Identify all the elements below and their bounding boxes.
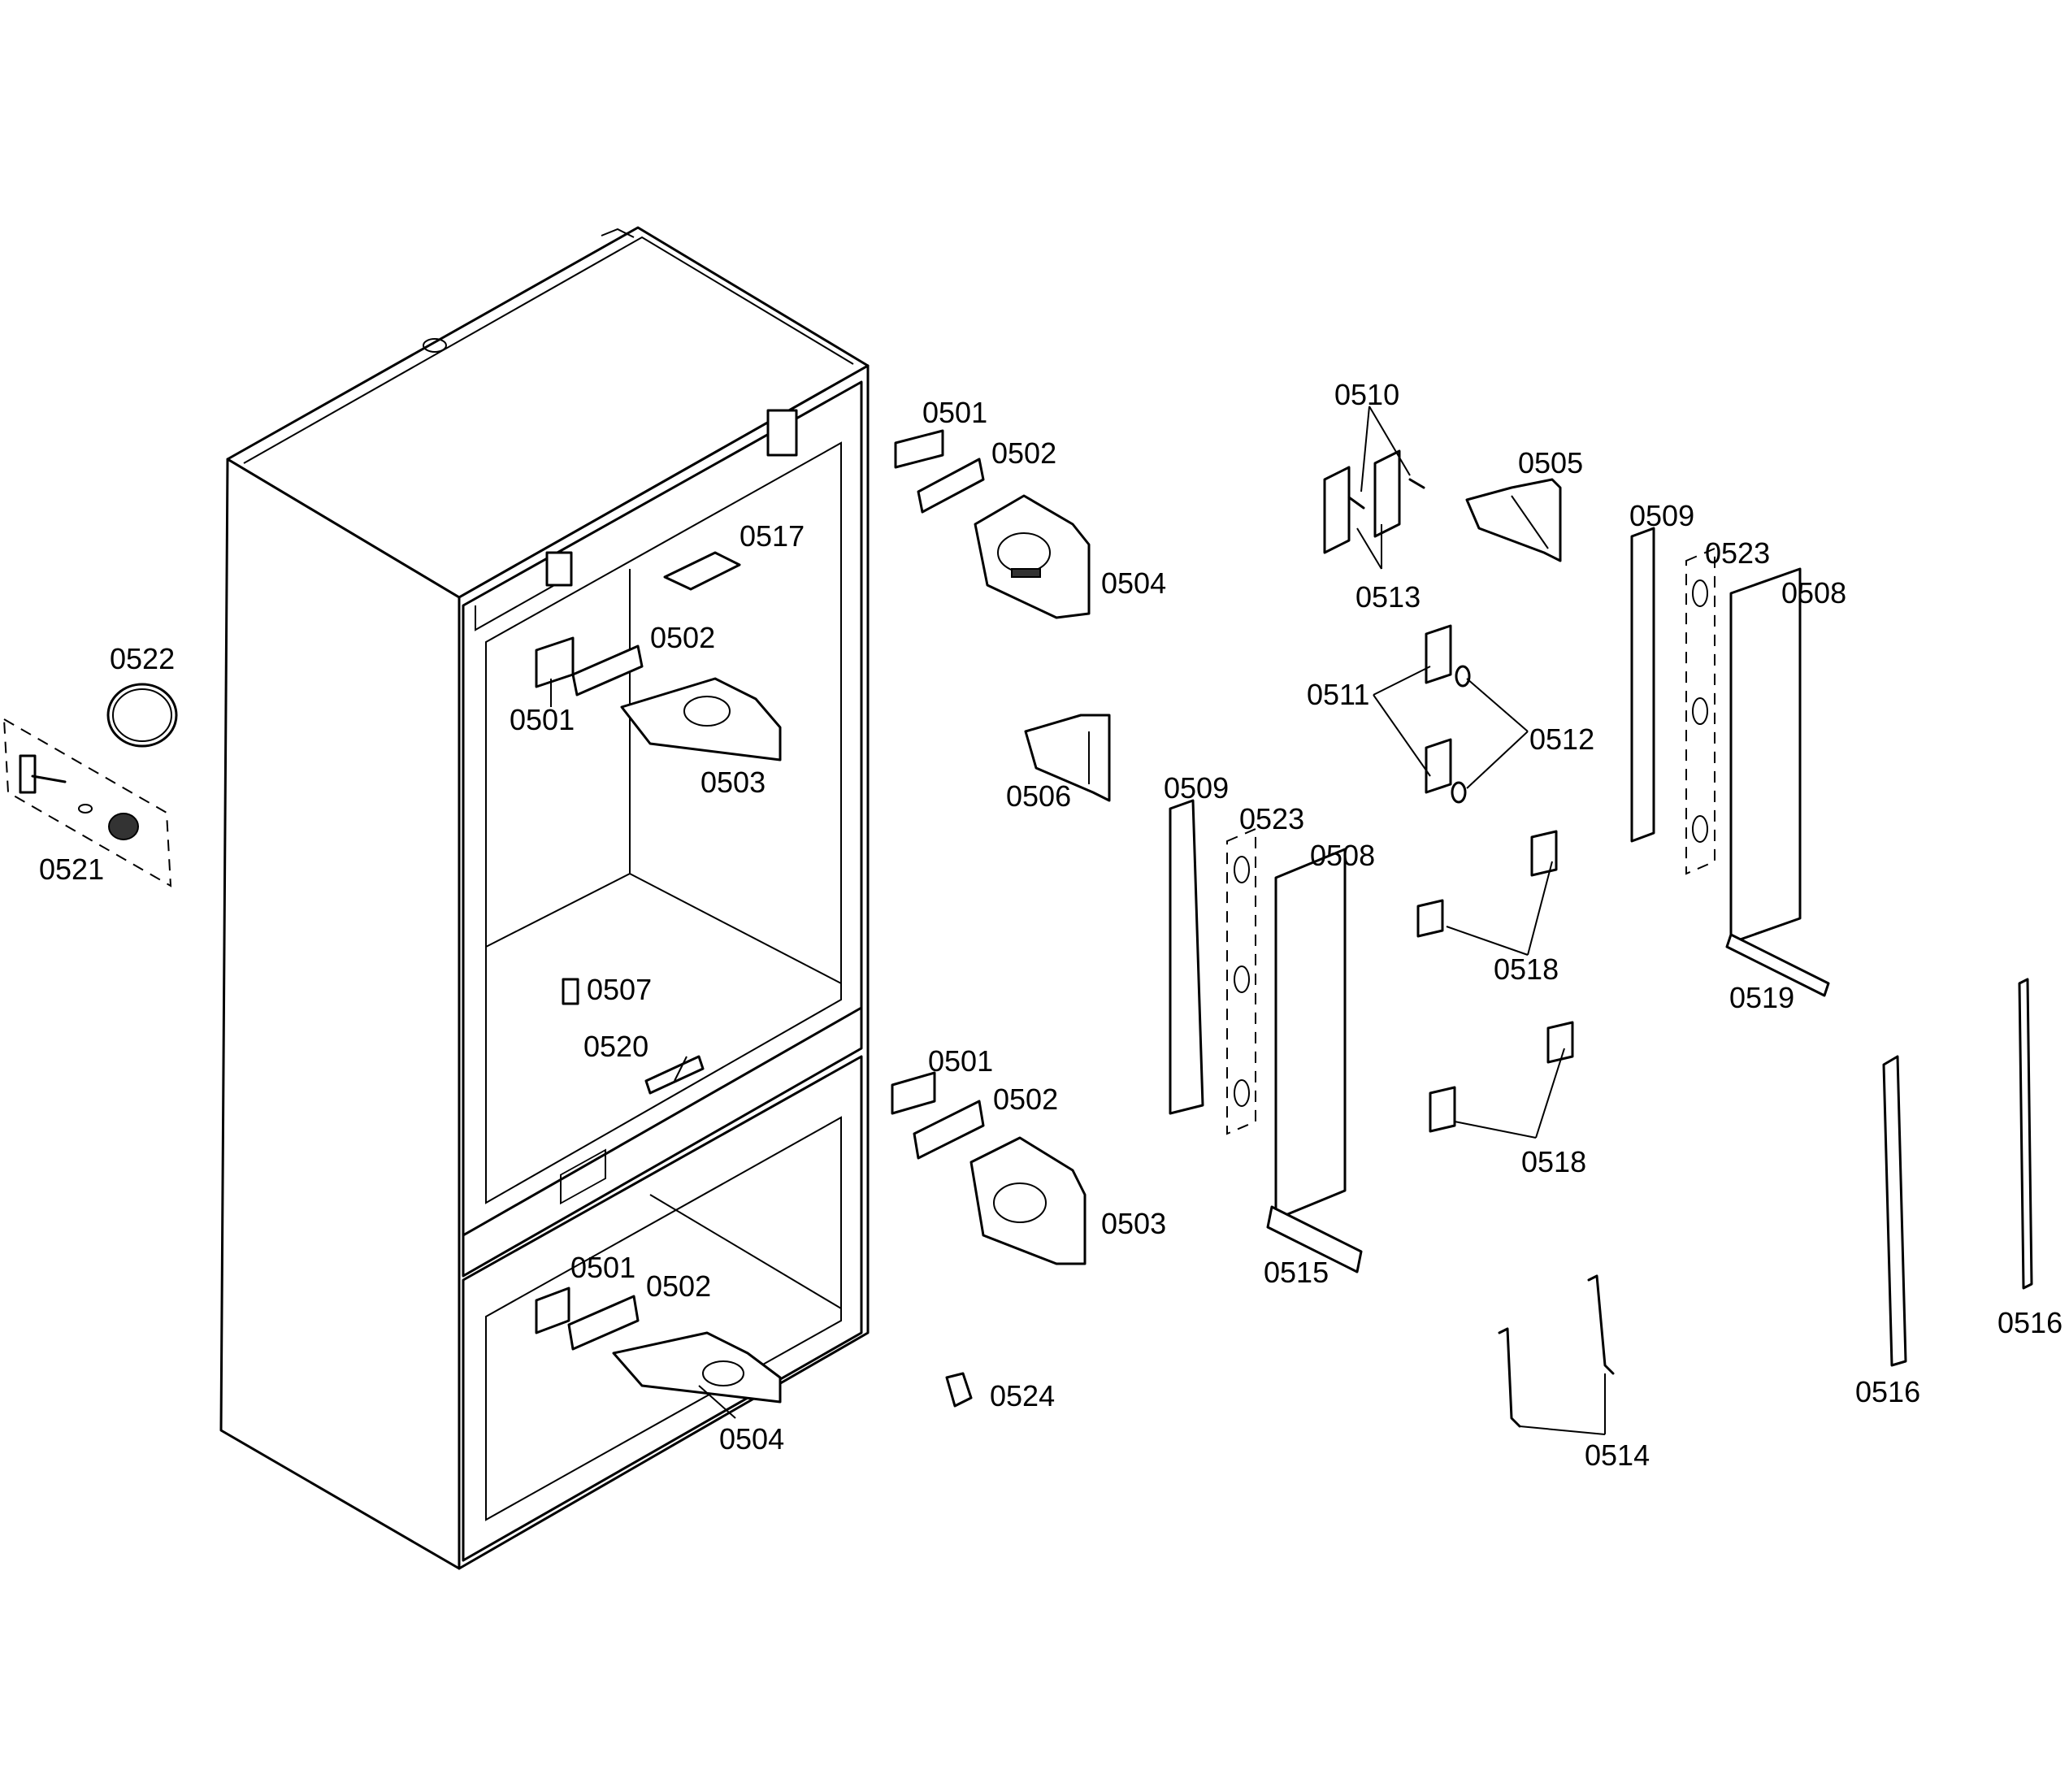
label-0523-right: 0523 <box>1705 536 1770 570</box>
label-0502-lower-right: 0502 <box>993 1083 1058 1116</box>
label-0521: 0521 <box>39 853 104 886</box>
label-0503-lower: 0503 <box>1101 1207 1166 1240</box>
part-0501-bracket-lower <box>535 1287 570 1334</box>
part-0502-plate-mid <box>571 644 644 696</box>
label-0518-upper: 0518 <box>1494 952 1559 986</box>
part-0516-trim-right <box>2018 978 2033 1290</box>
part-0514-brackets <box>1498 1274 1615 1428</box>
label-0509-left: 0509 <box>1164 771 1229 805</box>
part-0509-strip-left <box>1169 799 1204 1115</box>
leader-lines <box>550 406 1606 1435</box>
label-0517: 0517 <box>740 519 805 553</box>
part-0519-rail <box>1725 933 1830 997</box>
part-0501-bracket-lower-right <box>891 1071 936 1115</box>
label-0509-right: 0509 <box>1629 499 1694 532</box>
label-0522: 0522 <box>110 642 175 675</box>
label-0523-left: 0523 <box>1239 802 1304 835</box>
label-0520: 0520 <box>583 1030 648 1063</box>
part-0515-rail <box>1266 1205 1363 1273</box>
label-0514: 0514 <box>1585 1438 1650 1472</box>
part-0504-hinge-upper <box>974 494 1091 619</box>
label-0516-left: 0516 <box>1855 1375 1920 1408</box>
part-0522-ring <box>106 683 178 748</box>
part-0502-plate-lower <box>567 1295 640 1351</box>
label-0519: 0519 <box>1729 981 1794 1014</box>
part-0501-bracket-upper <box>894 429 944 469</box>
part-0521-assembly <box>2 718 172 887</box>
part-0504-hinge-lower <box>612 1331 782 1404</box>
label-0504-lower: 0504 <box>719 1422 784 1456</box>
part-0508-panel-right <box>1729 567 1802 944</box>
part-0520-strip <box>644 1055 705 1095</box>
label-0507: 0507 <box>587 973 652 1006</box>
part-0511-brackets <box>1425 624 1452 794</box>
part-0506-bracket <box>1024 714 1111 802</box>
label-0515: 0515 <box>1264 1256 1329 1289</box>
part-0503-hinge-upper <box>620 677 782 761</box>
part-0503-hinge-lower <box>969 1136 1087 1265</box>
part-0508-panel-left <box>1274 848 1347 1221</box>
label-0504-top: 0504 <box>1101 566 1166 600</box>
part-0509-strip-right <box>1630 527 1655 843</box>
label-0501-lower-right: 0501 <box>928 1044 993 1078</box>
part-0505-cover <box>1465 478 1562 562</box>
label-0508-left: 0508 <box>1310 839 1375 872</box>
label-0505: 0505 <box>1518 446 1583 479</box>
label-0512: 0512 <box>1529 722 1594 756</box>
part-0517-latch <box>663 551 741 591</box>
part-0523-rail-right <box>1685 547 1715 875</box>
label-0502-mid: 0502 <box>650 621 715 654</box>
label-0510: 0510 <box>1334 378 1399 411</box>
part-0512-rings <box>1451 665 1471 804</box>
part-0507-clip <box>562 978 579 1005</box>
label-0508-right: 0508 <box>1781 576 1846 610</box>
label-0518-lower: 0518 <box>1521 1145 1586 1178</box>
part-0502-plate-lower-right <box>913 1100 985 1160</box>
part-labels: 0501 0502 0504 0517 0502 0501 0503 0522 … <box>39 378 2062 1472</box>
label-0501-top: 0501 <box>922 396 987 429</box>
part-0523-rail-left <box>1226 827 1256 1135</box>
cabinet-body <box>219 226 870 1570</box>
part-0510-screws <box>1347 478 1425 510</box>
label-0502-lower: 0502 <box>646 1269 711 1303</box>
label-0511: 0511 <box>1307 678 1369 711</box>
label-0501-lower: 0501 <box>570 1251 635 1284</box>
part-0502-plate-upper <box>917 458 985 514</box>
part-0524-clip <box>945 1372 973 1408</box>
label-0524: 0524 <box>990 1379 1055 1412</box>
part-0518-clips-lower <box>1429 1021 1574 1133</box>
label-0503-mid: 0503 <box>701 766 766 799</box>
part-0518-clips-upper <box>1416 830 1558 938</box>
label-0506: 0506 <box>1006 779 1071 813</box>
label-0502-top: 0502 <box>991 436 1056 470</box>
label-0513: 0513 <box>1355 580 1421 614</box>
part-0516-trim-left <box>1882 1055 1907 1367</box>
part-0513-plates <box>1323 449 1401 554</box>
label-0501-mid: 0501 <box>510 703 575 736</box>
label-0516-right: 0516 <box>1997 1306 2062 1339</box>
